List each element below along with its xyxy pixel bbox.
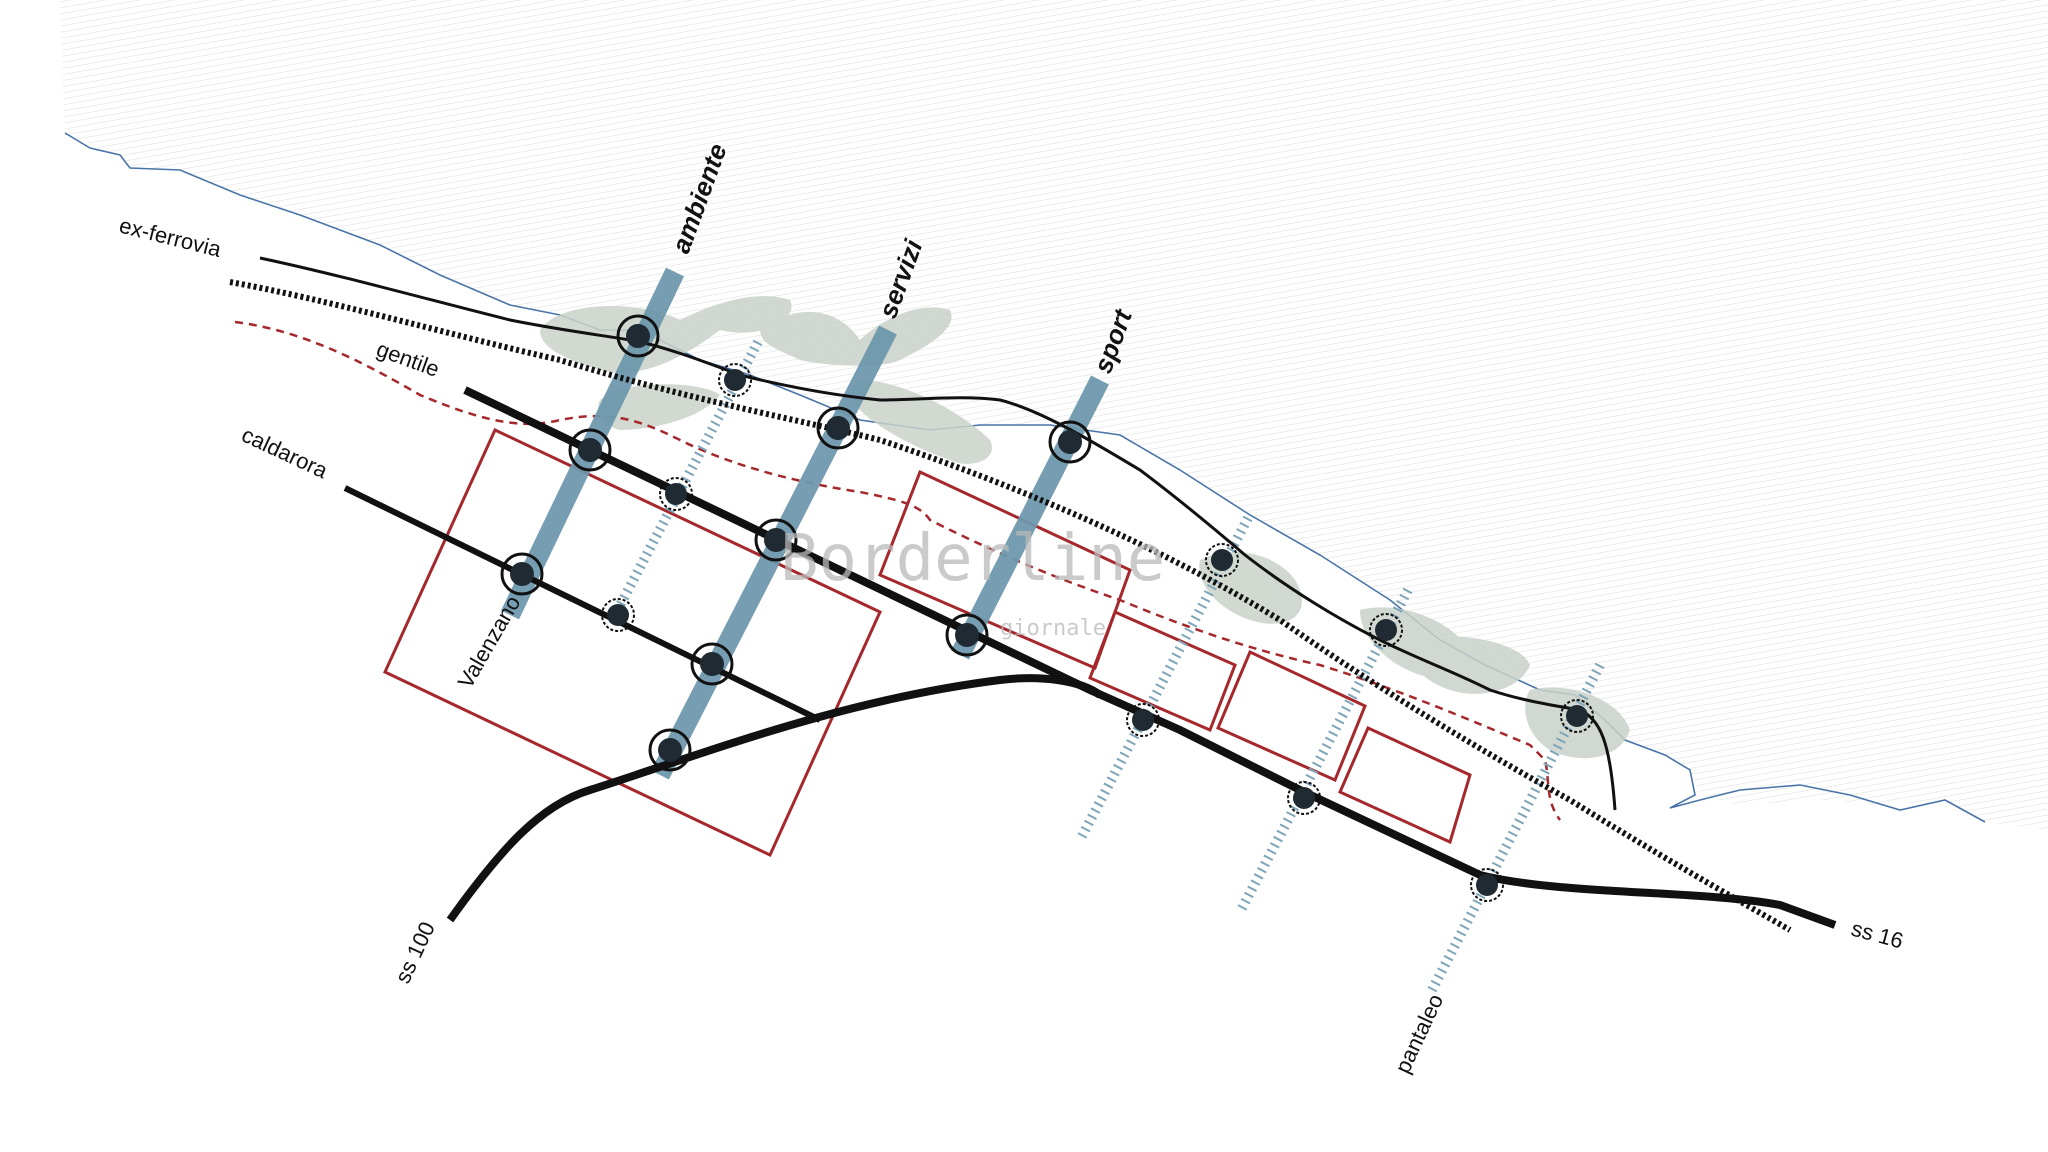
node-dashed [1126,703,1160,737]
nodes-dashed [601,363,1594,902]
watermark-sub: giornale [1000,616,1106,641]
node-dashed [1470,868,1504,902]
watermark-main: Borderline [780,522,1165,596]
hatched-axes [610,339,1605,993]
node-ring [690,642,734,686]
node-dashed [718,363,752,397]
label-pantaleo: pantaleo [1390,990,1448,1077]
node-dashed [659,477,693,511]
coastline [64,132,1986,823]
road-caldarora [343,485,822,723]
road-ss16-main [463,386,1837,929]
label-ss100: ss 100 [390,918,440,987]
sea-area [60,0,2048,830]
nodes-ringed [500,314,1092,772]
gentile-line [234,320,1562,821]
node-ring [500,552,544,596]
node-ring [568,428,612,472]
roads [259,256,1837,929]
node-ring [816,406,860,450]
node-dashed [601,598,635,632]
node-dashed [1560,699,1594,733]
axis-sport [951,375,1109,660]
node-dashed [1369,613,1403,647]
axis-servizi [651,325,897,780]
road-coastal [259,256,1617,811]
node-dashed [1287,781,1321,815]
red-zones [383,427,1472,858]
road-ss100 [446,674,1103,923]
node-dashed [1205,543,1239,577]
node-ring [616,314,660,358]
node-ring [1048,420,1092,464]
label-valenzano: Valenzano [453,591,526,692]
label-ex-ferrovia: ex-ferrovia [117,213,225,263]
ex-ferrovia-line [229,279,1792,933]
node-ring [648,728,692,772]
label-ss16: ss 16 [1849,916,1906,954]
node-ring [945,613,989,657]
label-caldarora: caldarora [238,422,332,484]
node-ring [754,518,798,562]
